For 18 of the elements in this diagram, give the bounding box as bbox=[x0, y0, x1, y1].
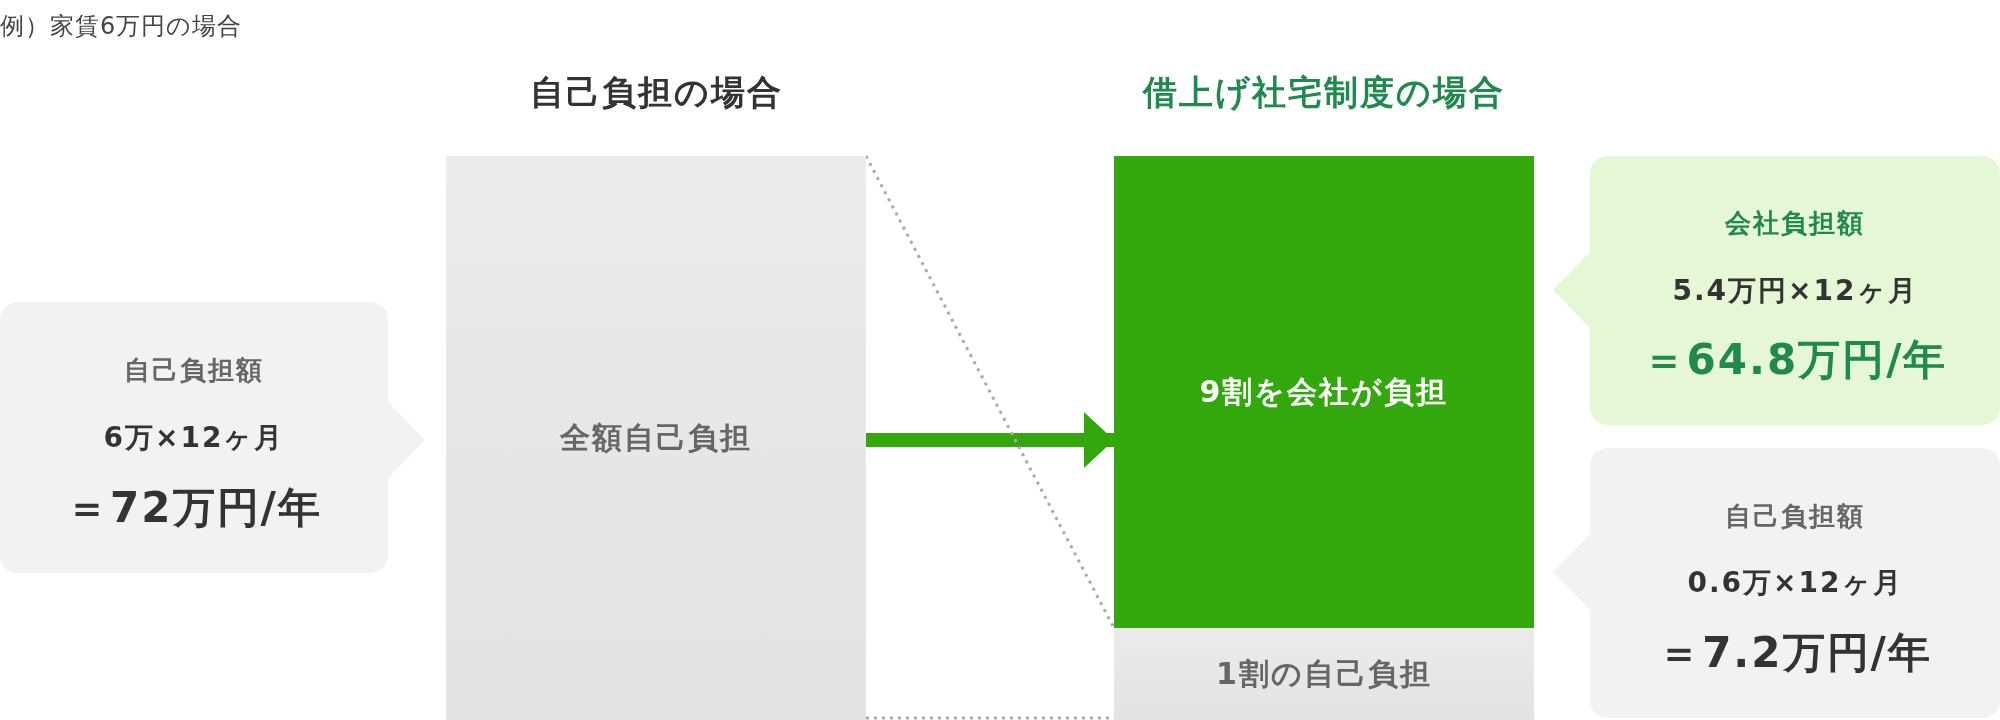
section-heading: 借上げ社宅制度の場合 bbox=[1141, 71, 1506, 114]
total-amount: ＝7.2万円/年 bbox=[1657, 627, 1933, 680]
formula-text: 5.4万円×12ヶ月 bbox=[1671, 272, 1919, 309]
formula-text: 0.6万×12ヶ月 bbox=[1686, 565, 1904, 601]
section-heading: 自己負担の場合 bbox=[528, 71, 784, 114]
arrow bbox=[866, 412, 1114, 468]
bar-block bbox=[1114, 628, 1534, 720]
page-title: 例）家賃6万円の場合 bbox=[0, 11, 243, 42]
formula-text: 6万×12ヶ月 bbox=[102, 419, 286, 456]
dotted-guide-line bbox=[864, 155, 1116, 629]
callout-label: 自己負担額 bbox=[123, 353, 265, 387]
bar-label: 9割を会社が負担 bbox=[1198, 372, 1450, 411]
bar-label: 1割の自己負担 bbox=[1215, 654, 1433, 693]
bar-label: 全額自己負担 bbox=[559, 418, 753, 457]
total-amount: ＝72万円/年 bbox=[65, 481, 323, 534]
callout-label: 会社負担額 bbox=[1724, 206, 1866, 240]
callout-label: 自己負担額 bbox=[1724, 499, 1866, 532]
total-amount: ＝64.8万円/年 bbox=[1641, 334, 1949, 387]
